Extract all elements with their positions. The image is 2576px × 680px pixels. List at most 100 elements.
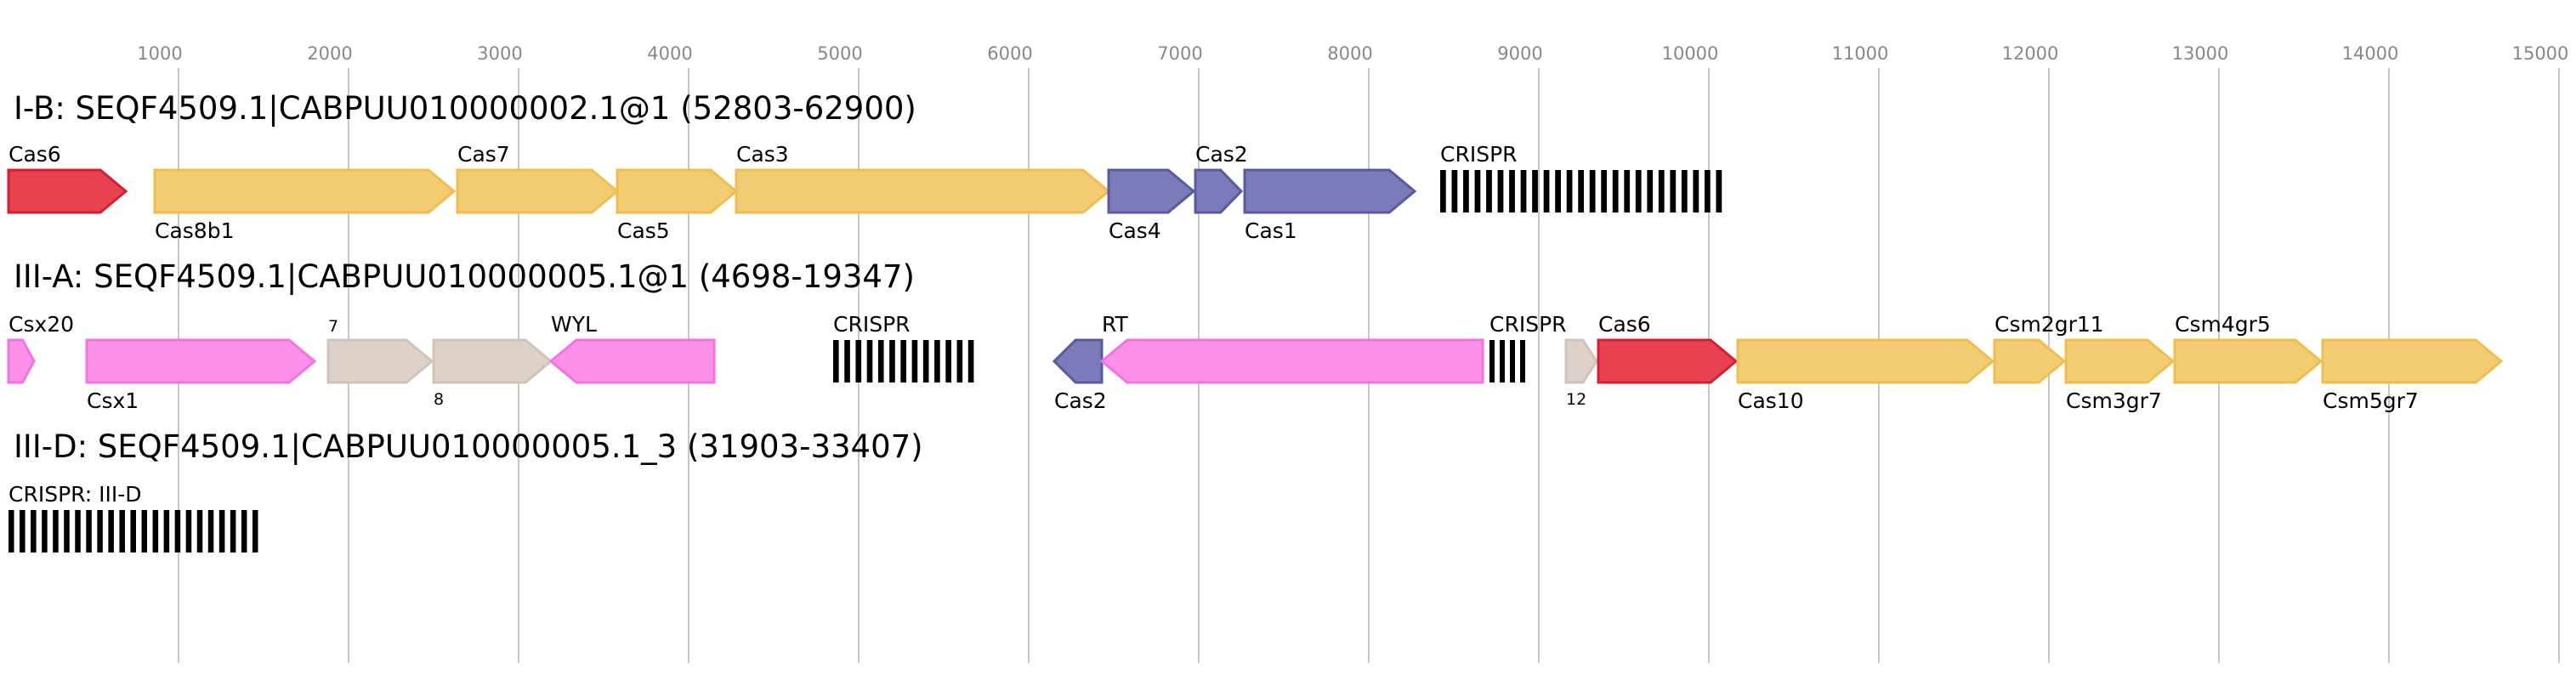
locus-title: III-A: SEQF4509.1|CABPUU010000005.1@1 (4…: [14, 258, 915, 295]
crispr-repeat: [833, 340, 839, 382]
crispr-repeat: [163, 510, 170, 552]
crispr-repeat: [196, 510, 203, 552]
crispr-label: CRISPR: [1489, 312, 1567, 337]
gene-arrow: [1597, 338, 1739, 384]
crispr-repeat: [1624, 170, 1631, 212]
crispr-repeat: [31, 510, 37, 552]
crispr-repeat: [130, 510, 136, 552]
crispr-repeat: [1510, 340, 1515, 382]
locus-track: III-D: SEQF4509.1|CABPUU010000005.1_3 (3…: [9, 428, 923, 552]
loci-group: I-B: SEQF4509.1|CABPUU010000002.1@1 (528…: [7, 90, 2504, 552]
gene-arrow: [2173, 338, 2324, 384]
gene-label: RT: [1102, 312, 1129, 337]
crispr-repeat: [1543, 170, 1550, 212]
crispr-repeat: [934, 340, 940, 382]
crispr-repeat: [900, 340, 906, 382]
locus-title: I-B: SEQF4509.1|CABPUU010000002.1@1 (528…: [14, 90, 916, 127]
crispr-repeat: [1589, 170, 1596, 212]
crispr-repeat: [855, 340, 862, 382]
gene-label: Csm2gr11: [1994, 312, 2104, 337]
crispr-repeat: [1566, 170, 1573, 212]
gene-arrow: [1099, 338, 1484, 384]
crispr-label: CRISPR: [833, 312, 911, 337]
axis-tick-label: 9000: [1497, 43, 1542, 64]
crispr-repeat: [75, 510, 81, 552]
gene-label: Cas4: [1109, 218, 1161, 243]
axis-tick-label: 5000: [817, 43, 862, 64]
crispr-repeat: [185, 510, 192, 552]
crispr-repeat: [1440, 170, 1446, 212]
crispr-repeat: [1489, 340, 1495, 382]
gene-arrow: [616, 168, 739, 214]
gene-arrow: [1736, 338, 1995, 384]
gene-label: Cas3: [736, 142, 789, 167]
crispr-repeat: [911, 340, 918, 382]
crispr-repeat: [1474, 170, 1481, 212]
axis-tick-label: 2000: [307, 43, 352, 64]
crispr-repeat: [866, 340, 873, 382]
crispr-repeat: [877, 340, 884, 382]
crispr-repeat: [1647, 170, 1654, 212]
axis-tick-label: 3000: [477, 43, 522, 64]
gene-label: Cas1: [1245, 218, 1297, 243]
gene-label: Cas6: [9, 142, 61, 167]
locus-track: III-A: SEQF4509.1|CABPUU010000005.1@1 (4…: [7, 258, 2504, 413]
crispr-array: [1489, 340, 1525, 382]
gene-arrow: [1194, 168, 1244, 214]
locus-track: I-B: SEQF4509.1|CABPUU010000002.1@1 (528…: [7, 90, 1722, 243]
crispr-repeat: [1681, 170, 1688, 212]
gene-arrow: [1993, 338, 2067, 384]
crispr-label: CRISPR: III-D: [9, 482, 142, 507]
crispr-repeat: [20, 510, 26, 552]
axis-tick-label: 11000: [1832, 43, 1889, 64]
crispr-repeat: [207, 510, 214, 552]
crispr-repeat: [1716, 170, 1722, 212]
crispr-repeat: [97, 510, 103, 552]
crispr-repeat: [1601, 170, 1608, 212]
crispr-repeat: [1612, 170, 1619, 212]
crispr-repeat: [252, 510, 258, 552]
crispr-repeat: [1532, 170, 1538, 212]
crispr-repeat: [174, 510, 181, 552]
crispr-repeat: [141, 510, 148, 552]
crispr-repeat: [844, 340, 850, 382]
crispr-repeat: [241, 510, 247, 552]
crispr-label: CRISPR: [1440, 142, 1518, 167]
crispr-repeat: [1509, 170, 1515, 212]
crispr-array: [9, 510, 258, 552]
gene-label: WYL: [551, 312, 597, 337]
crispr-repeat: [1555, 170, 1561, 212]
gene-arrow: [7, 168, 128, 214]
axis-tick-label: 4000: [647, 43, 692, 64]
crispr-repeat: [1658, 170, 1665, 212]
gene-arrow: [456, 168, 620, 214]
crispr-array: [1440, 170, 1722, 212]
axis-tick-label: 13000: [2172, 43, 2229, 64]
gene-label: Csm3gr7: [2066, 388, 2162, 413]
crispr-repeat: [1497, 170, 1504, 212]
crispr-repeat: [945, 340, 951, 382]
gene-label: 8: [434, 390, 444, 409]
crispr-repeat: [1500, 340, 1505, 382]
gene-label: Csm4gr5: [2175, 312, 2271, 337]
gene-label: Cas6: [1598, 312, 1651, 337]
crispr-repeat: [86, 510, 92, 552]
gene-label: Cas5: [617, 218, 670, 243]
gene-arrow: [1564, 338, 1598, 384]
gene-label: Cas10: [1738, 388, 1804, 413]
axis-tick-label: 14000: [2342, 43, 2399, 64]
crispr-repeat: [108, 510, 114, 552]
crispr-repeat: [889, 340, 895, 382]
crispr-repeat: [1635, 170, 1642, 212]
gene-arrow: [7, 338, 36, 384]
gene-arrow: [1052, 338, 1104, 384]
axis-tick-label: 8000: [1327, 43, 1372, 64]
gene-arrow: [2064, 338, 2176, 384]
crispr-repeat: [1520, 170, 1527, 212]
crispr-repeat: [1670, 170, 1677, 212]
crispr-repeat: [1704, 170, 1711, 212]
crispr-repeat: [42, 510, 48, 552]
gene-arrow: [153, 168, 457, 214]
crispr-repeat: [230, 510, 236, 552]
